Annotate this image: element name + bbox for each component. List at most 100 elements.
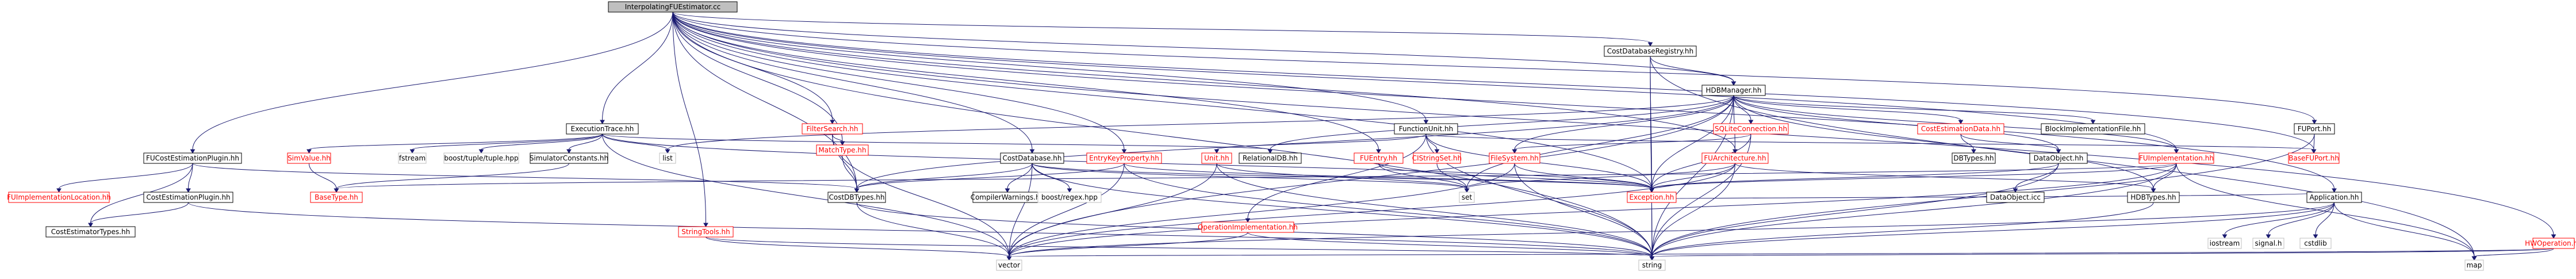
- node-cdbregistry[interactable]: CostDatabaseRegistry.hh: [1604, 45, 1697, 57]
- edge-exectrace-to-boosttuple: [478, 133, 603, 154]
- node-stringtools[interactable]: StringTools.hh: [678, 226, 734, 238]
- edge-costestdata-to-dataobject: [1960, 133, 2061, 154]
- node-fuport[interactable]: FUPort.hh: [2294, 123, 2335, 135]
- edge-costestplugin-to-costesttypes: [88, 202, 189, 227]
- node-fucep[interactable]: FUCostEstimationPlugin.hh: [143, 152, 242, 164]
- node-label-fuentry: FUEntry.hh: [1360, 154, 1397, 162]
- edge-root-to-string: [672, 12, 1655, 261]
- edge-hwoperation-to-vector: [1006, 248, 2554, 261]
- node-simconst[interactable]: SimulatorConstants.hh: [530, 152, 608, 164]
- node-fuarch[interactable]: FUArchitecture.hh: [1701, 152, 1769, 164]
- edge-hdbmanager-to-blockimplfile: [1733, 95, 2096, 124]
- node-set: set: [1459, 192, 1475, 203]
- node-hwoperation[interactable]: HWOperation.hh: [2525, 238, 2576, 249]
- node-relationaldb[interactable]: RelationalDB.hh: [1239, 152, 1302, 164]
- edge-application-to-iostream: [2222, 202, 2334, 239]
- edge-root-to-hdbmanager: [672, 12, 1736, 86]
- node-opimpl[interactable]: OperationImplementation.hh: [1198, 221, 1298, 233]
- node-label-relationaldb: RelationalDB.hh: [1243, 154, 1298, 162]
- edge-matchtype-to-costdbtypes: [842, 155, 860, 193]
- node-blockimplfile[interactable]: BlockImplementationFile.hh: [2041, 123, 2145, 135]
- edge-application-to-cstdlib: [2313, 202, 2334, 239]
- node-label-fucep: FUCostEstimationPlugin.hh: [146, 154, 239, 162]
- node-hdbmanager[interactable]: HDBManager.hh: [1701, 85, 1766, 96]
- edge-costdatabase-to-compilerwarn: [1005, 163, 1033, 193]
- node-compilerwarn[interactable]: CompilerWarnings.hh: [971, 192, 1045, 203]
- node-entrykeyprop[interactable]: EntryKeyProperty.hh: [1086, 152, 1162, 164]
- edge-fuentry-to-exception: [1378, 163, 1654, 193]
- node-vector: vector: [996, 259, 1022, 271]
- node-list: list: [659, 152, 676, 164]
- edge-root-to-hwoperation: [672, 12, 2556, 239]
- edge-root-to-cdbregistry: [672, 12, 1653, 47]
- edge-sqliteconn-to-filesystem: [1512, 133, 1751, 154]
- edge-hwoperation-to-string: [1649, 248, 2554, 261]
- edge-cstringset-to-set: [1436, 163, 1470, 193]
- node-boostregex: boost/regex.hpp: [1037, 192, 1102, 203]
- node-label-dbtypes: DBTypes.hh: [1953, 154, 1994, 162]
- node-exception[interactable]: Exception.hh: [1627, 192, 1677, 203]
- node-label-entrykeyprop: EntryKeyProperty.hh: [1089, 154, 1159, 162]
- node-label-compilerwarn: CompilerWarnings.hh: [971, 193, 1045, 201]
- node-label-fstream: fstream: [399, 154, 425, 162]
- node-label-string: string: [1642, 261, 1662, 269]
- node-costdbtypes[interactable]: CostDBTypes.hh: [827, 192, 886, 203]
- node-dataobjecticc[interactable]: DataObject.icc: [1986, 192, 2045, 203]
- edge-filtersearch-to-costdbtypes: [832, 133, 860, 193]
- node-iostream: iostream: [2207, 238, 2242, 249]
- node-label-cdbregistry: CostDatabaseRegistry.hh: [1607, 47, 1693, 55]
- node-boosttuple: boost/tuple/tuple.hpp: [443, 152, 519, 164]
- node-filtersearch[interactable]: FilterSearch.hh: [802, 123, 863, 135]
- node-sqliteconn[interactable]: SQLiteConnection.hh: [1713, 123, 1789, 135]
- edge-root-to-exectrace: [600, 12, 673, 124]
- node-basetype[interactable]: BaseType.hh: [310, 192, 363, 203]
- node-label-set: set: [1462, 193, 1473, 201]
- edge-fucep-to-costdbtypes: [192, 163, 860, 193]
- edge-root-to-functionunit: [672, 12, 1429, 124]
- node-label-list: list: [662, 154, 673, 162]
- edge-fuarch-to-hdbtypes: [1735, 163, 2156, 193]
- node-fuimplloc[interactable]: FUImplementationLocation.hh: [7, 192, 111, 203]
- node-costestplugin[interactable]: CostEstimationPlugin.hh: [143, 192, 233, 203]
- node-exectrace[interactable]: ExecutionTrace.hh: [566, 123, 639, 135]
- node-application[interactable]: Application.hh: [2306, 192, 2362, 203]
- edge-root-to-fuport: [672, 12, 2317, 124]
- node-map: map: [2464, 259, 2484, 271]
- edge-unit-to-set: [1216, 163, 1470, 193]
- node-costdatabase[interactable]: CostDatabase.hh: [1000, 152, 1064, 164]
- node-label-sqliteconn: SQLiteConnection.hh: [1715, 125, 1787, 133]
- node-label-simconst: SimulatorConstants.hh: [530, 154, 608, 162]
- node-label-filesystem: FileSystem.hh: [1490, 154, 1539, 162]
- node-functionunit[interactable]: FunctionUnit.hh: [1394, 123, 1458, 135]
- node-hdbtypes[interactable]: HDBTypes.hh: [2127, 192, 2180, 203]
- edge-costdatabase-to-string: [1032, 163, 1655, 261]
- edge-application-to-signalh: [2266, 202, 2334, 239]
- edge-root-to-stringtools: [672, 12, 708, 227]
- node-label-costesttypes: CostEstimatorTypes.hh: [51, 228, 130, 236]
- node-signalh: signal.h: [2252, 238, 2284, 249]
- node-matchtype[interactable]: MatchType.hh: [816, 144, 869, 156]
- node-simvalue[interactable]: SimValue.hh: [287, 152, 331, 164]
- edge-filesystem-to-exception: [1514, 163, 1654, 193]
- edge-hdbmanager-to-costdbtypes: [854, 95, 1734, 193]
- node-dbtypes[interactable]: DBTypes.hh: [1952, 152, 1996, 164]
- node-costesttypes[interactable]: CostEstimatorTypes.hh: [45, 226, 136, 238]
- node-label-blockimplfile: BlockImplementationFile.hh: [2045, 125, 2141, 133]
- node-costestdata[interactable]: CostEstimationData.hh: [1917, 123, 2004, 135]
- node-fuimpl[interactable]: FUImplementation.hh: [2138, 152, 2214, 164]
- edge-functionunit-to-unit: [1214, 133, 1427, 154]
- node-label-costestplugin: CostEstimationPlugin.hh: [146, 193, 230, 201]
- node-unit[interactable]: Unit.hh: [1201, 152, 1232, 164]
- node-root: InterpolatingFUEstimator.cc: [608, 1, 738, 13]
- node-filesystem[interactable]: FileSystem.hh: [1489, 152, 1540, 164]
- node-cstringset[interactable]: CIStringSet.hh: [1412, 152, 1462, 164]
- node-label-dataobject: DataObject.hh: [2034, 154, 2084, 162]
- node-baseport[interactable]: BaseFUPort.hh: [2288, 152, 2340, 164]
- edge-fuimpl-to-exception: [1649, 163, 2177, 193]
- node-dataobject[interactable]: DataObject.hh: [2029, 152, 2088, 164]
- node-label-costdatabase: CostDatabase.hh: [1003, 154, 1062, 162]
- node-fuentry[interactable]: FUEntry.hh: [1354, 152, 1404, 164]
- edge-application-to-string: [1649, 202, 2334, 261]
- edge-fuarch-to-set: [1464, 163, 1735, 193]
